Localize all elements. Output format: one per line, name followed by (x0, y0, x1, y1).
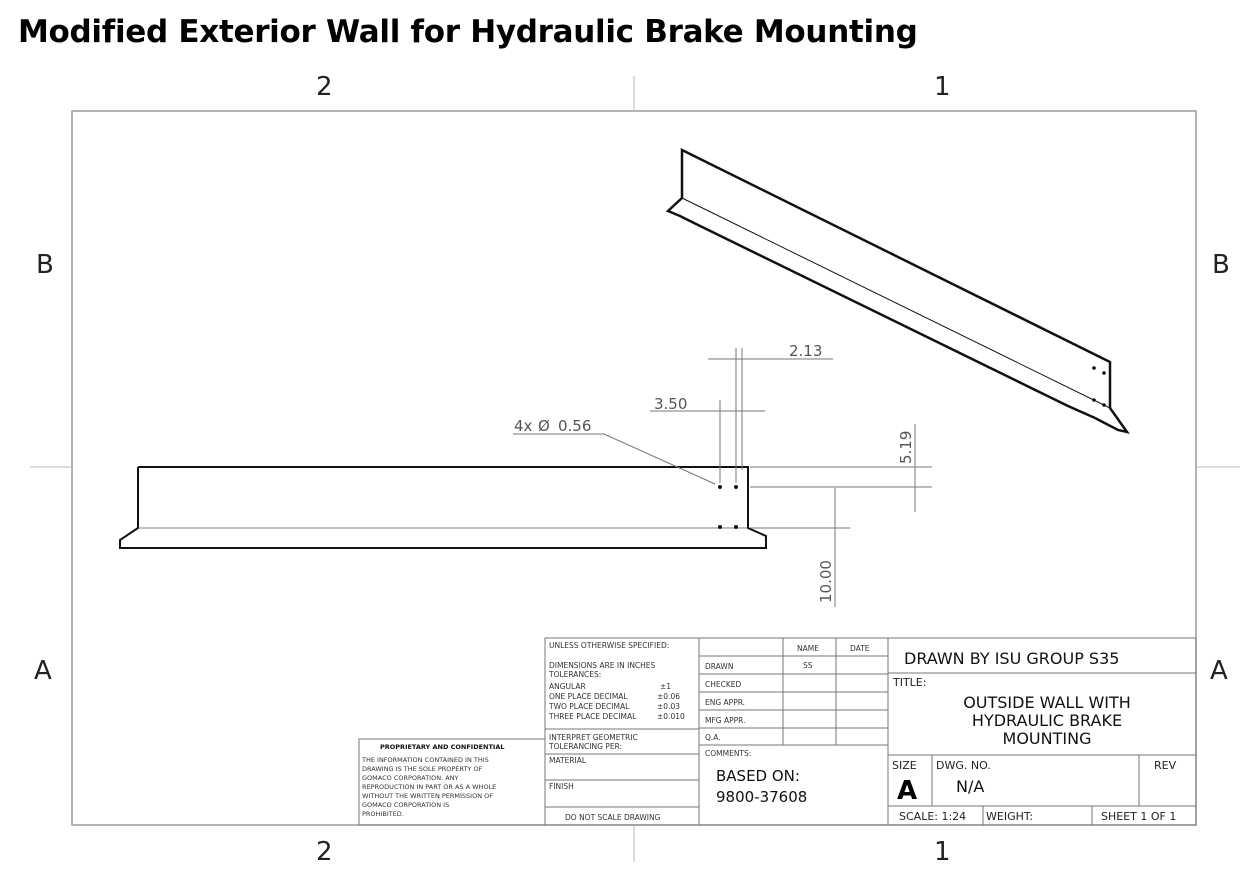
tb-angular-value: ±1 (660, 682, 671, 691)
tb-proprietary-line-1: THE INFORMATION CONTAINED IN THIS (361, 756, 489, 764)
tb-proprietary-line-7: PROHIBITED. (362, 810, 404, 818)
tb-based-on-number: 9800-37608 (716, 788, 807, 806)
tb-col-name: NAME (797, 644, 819, 653)
tb-dims-in-inches: DIMENSIONS ARE IN INCHES (549, 661, 656, 670)
tb-title-label: TITLE: (892, 676, 926, 689)
dimension-3-50: 3.50 (654, 395, 687, 413)
zone-right-upper: B (1212, 250, 1230, 280)
tb-proprietary-line-3: GOMACO CORPORATION. ANY (362, 774, 459, 782)
front-wall-view (119, 466, 767, 549)
dimension-lines (513, 348, 932, 607)
tb-dwg-no-label: DWG. NO. (936, 759, 991, 772)
zone-top-left: 2 (316, 72, 333, 102)
tb-checked: CHECKED (705, 680, 742, 689)
tb-proprietary-line-4: REPRODUCTION IN PART OR AS A WHOLE (362, 783, 496, 791)
tb-size-value: A (897, 776, 917, 806)
tb-interpret: INTERPRET GEOMETRIC (549, 733, 638, 742)
tb-title-line-3: MOUNTING (1003, 729, 1092, 748)
tb-material: MATERIAL (549, 756, 587, 765)
title-block (358, 637, 1197, 826)
tb-proprietary-line-6: GOMACO CORPORATION IS (362, 801, 449, 809)
tb-proprietary-line-5: WITHOUT THE WRITTEN PERMISSION OF (362, 792, 493, 800)
tb-three-place: THREE PLACE DECIMAL (548, 712, 637, 721)
tb-proprietary-line-2: DRAWING IS THE SOLE PROPERTY OF (362, 765, 483, 773)
tb-proprietary-heading: PROPRIETARY AND CONFIDENTIAL (380, 743, 505, 751)
drawing-heading: Modified Exterior Wall for Hydraulic Bra… (18, 14, 918, 50)
tb-tolerances: TOLERANCES: (548, 670, 601, 679)
tb-title-line-1: OUTSIDE WALL WITH (963, 693, 1131, 712)
tb-weight: WEIGHT: (986, 810, 1033, 823)
tb-scale: SCALE: 1:24 (899, 810, 966, 823)
tb-one-place-value: ±0.06 (657, 692, 680, 701)
tb-sheet: SHEET 1 OF 1 (1101, 810, 1176, 823)
tb-drawn-name: SS (803, 661, 813, 670)
dimension-10-00: 10.00 (817, 560, 835, 603)
tb-eng-appr: ENG APPR. (705, 698, 745, 707)
tb-rev-label: REV (1154, 759, 1177, 772)
tb-qa: Q.A. (705, 733, 721, 742)
zone-bottom-right: 1 (934, 837, 951, 867)
tb-one-place: ONE PLACE DECIMAL (549, 692, 628, 701)
dimension-hole-diameter: 0.56 (558, 417, 591, 435)
tb-col-date: DATE (850, 644, 870, 653)
tb-angular: ANGULAR (549, 682, 586, 691)
tb-three-place-value: ±0.010 (657, 712, 685, 721)
tb-dwg-no-value: N/A (956, 777, 984, 796)
zone-top-right: 1 (934, 72, 951, 102)
zone-bottom-left: 2 (316, 837, 333, 867)
dimension-hole-prefix: 4x (514, 417, 533, 435)
tb-drawn-by: DRAWN BY ISU GROUP S35 (904, 649, 1119, 668)
dimension-2-13: 2.13 (789, 342, 822, 360)
tb-title-line-2: HYDRAULIC BRAKE (972, 711, 1122, 730)
zone-right-lower: A (1210, 656, 1228, 686)
isometric-wall-outline (665, 147, 1130, 434)
tb-do-not-scale: DO NOT SCALE DRAWING (565, 813, 661, 822)
tb-size-label: SIZE (892, 759, 917, 772)
zone-left-lower: A (34, 656, 52, 686)
front-wall-outline (119, 466, 767, 549)
tb-two-place: TWO PLACE DECIMAL (548, 702, 630, 711)
tb-two-place-value: ±0.03 (657, 702, 680, 711)
dimension-5-19: 5.19 (897, 431, 915, 464)
tb-tolerancing-per: TOLERANCING PER: (548, 742, 622, 751)
tb-mfg-appr: MFG APPR. (705, 716, 746, 725)
tb-finish: FINISH (549, 782, 574, 791)
tb-comments: COMMENTS: (705, 749, 751, 758)
tb-based-on: BASED ON: (716, 767, 800, 785)
zone-left-upper: B (36, 250, 54, 280)
tb-unless-otherwise: UNLESS OTHERWISE SPECIFIED: (549, 641, 669, 650)
diameter-symbol: Ø (538, 417, 550, 435)
isometric-wall-view (665, 147, 1130, 434)
tb-drawn: DRAWN (705, 662, 733, 671)
